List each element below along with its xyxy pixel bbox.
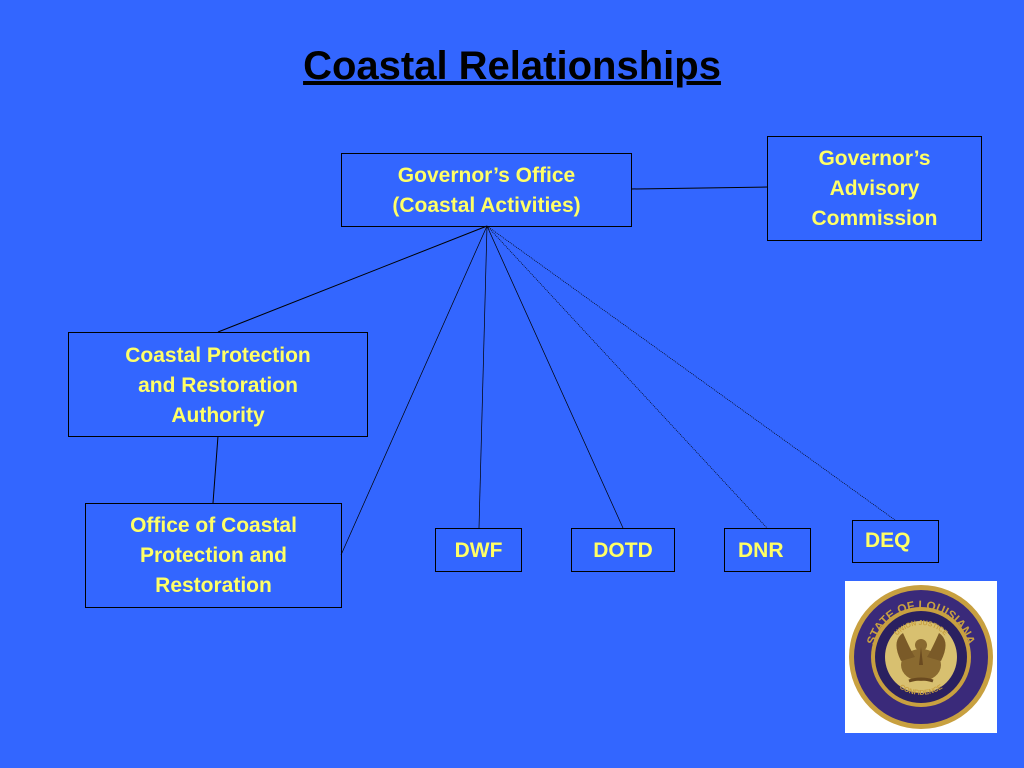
dwf-box: DWF <box>435 528 522 572</box>
advisory-commission-box: Governor’s Advisory Commission <box>767 136 982 241</box>
seal-icon: STATE OF LOUISIANA UNION JUSTICE CONFIDE… <box>849 585 993 729</box>
link-governor-ocpr <box>340 225 488 556</box>
link-governor-dnr <box>486 225 768 529</box>
dnr-label: DNR <box>738 539 784 562</box>
link-governor-cpra <box>217 225 488 333</box>
link-governor-deq <box>486 225 896 521</box>
link-governor-dwf <box>478 225 488 529</box>
deq-label: DEQ <box>865 529 911 552</box>
dwf-label: DWF <box>454 539 503 562</box>
cpra-label: Coastal Protection and Restoration Autho… <box>125 344 311 427</box>
dotd-box: DOTD <box>571 528 675 572</box>
dnr-box: DNR <box>724 528 811 572</box>
dotd-label: DOTD <box>593 539 653 562</box>
link-cpra-ocpr <box>212 435 219 504</box>
deq-box: DEQ <box>852 520 939 563</box>
advisory-commission-label: Governor’s Advisory Commission <box>811 147 938 230</box>
louisiana-state-seal: STATE OF LOUISIANA UNION JUSTICE CONFIDE… <box>845 581 997 733</box>
link-governor-advisory <box>630 186 769 190</box>
governor-office-label: Governor’s Office (Coastal Activities) <box>392 164 581 217</box>
ocpr-label: Office of Coastal Protection and Restora… <box>130 514 297 597</box>
link-governor-dotd <box>486 225 624 529</box>
page-title: Coastal Relationships <box>303 44 721 88</box>
ocpr-box: Office of Coastal Protection and Restora… <box>85 503 342 608</box>
governor-office-box: Governor’s Office (Coastal Activities) <box>341 153 632 227</box>
cpra-box: Coastal Protection and Restoration Autho… <box>68 332 368 437</box>
